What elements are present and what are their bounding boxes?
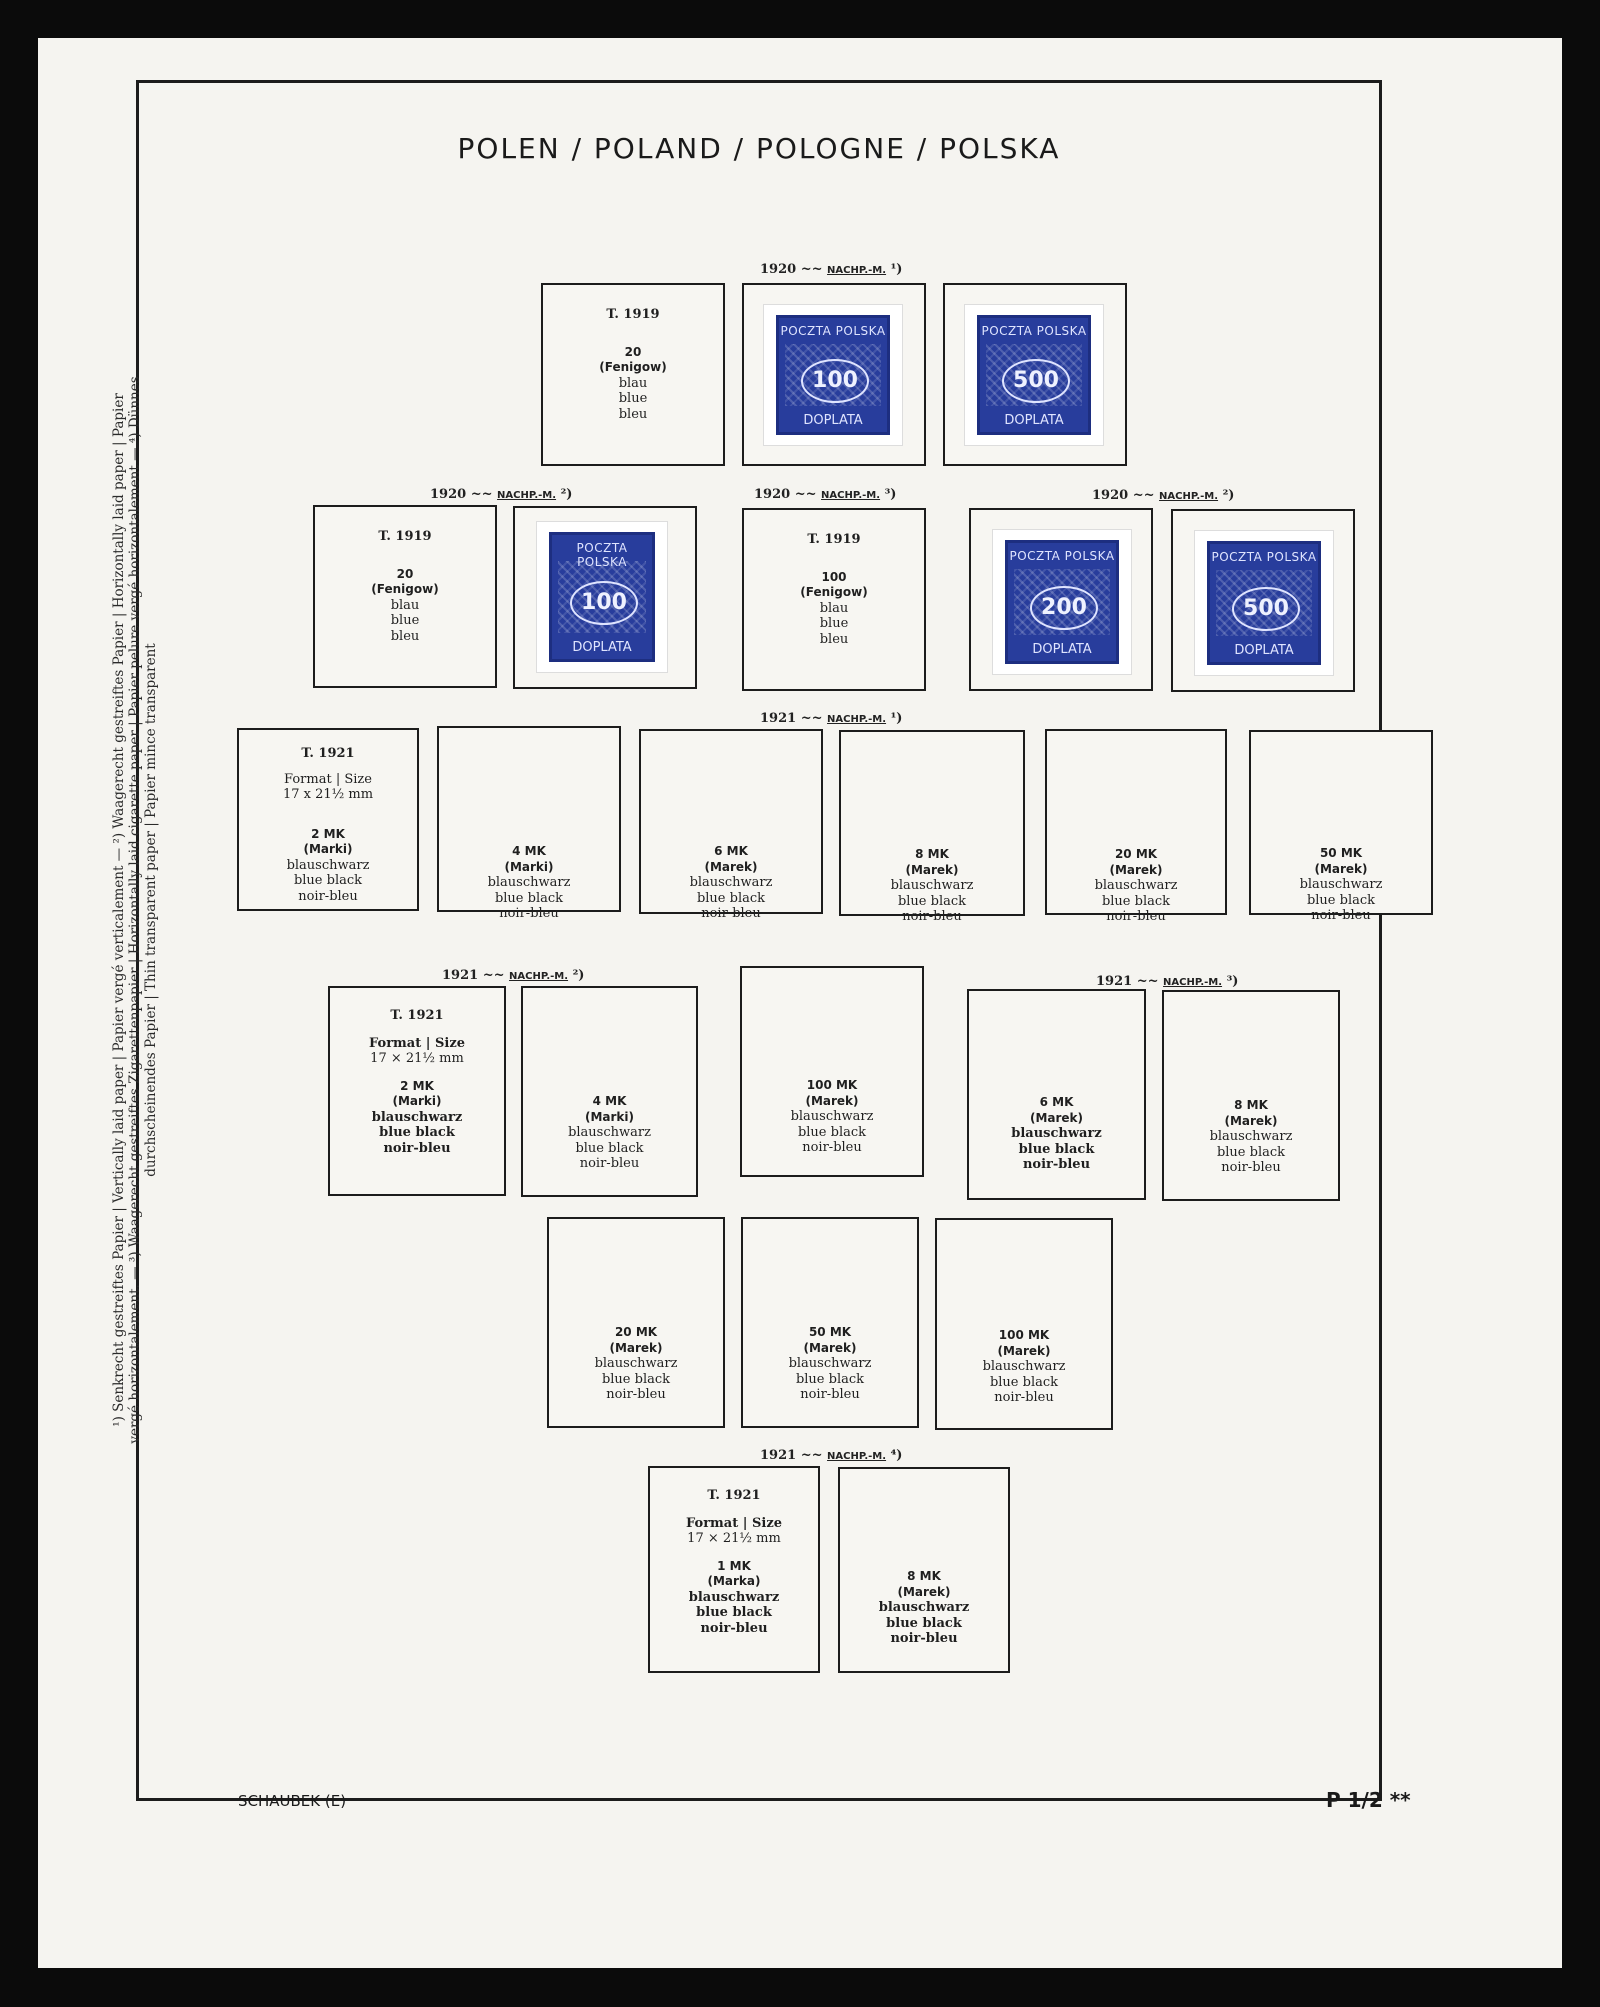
stamp: POCZTA POLSKA 200 DOPLATA bbox=[993, 530, 1131, 674]
series-header: 1921 ~~ NACHP.-M. ²) bbox=[442, 968, 585, 983]
series-header: 1920 ~~ NACHP.-M. ²) bbox=[1092, 488, 1235, 503]
footnote-line-1: ¹) Senkrecht gestreiftes Papier | Vertic… bbox=[111, 393, 127, 1427]
series-header: 1921 ~~ NACHP.-M. ¹) bbox=[760, 711, 903, 726]
footnote-line-2: vergé horizontalement. — ³) Waagerecht g… bbox=[127, 376, 143, 1444]
series-header: 1920 ~~ NACHP.-M. ²) bbox=[430, 487, 573, 502]
series-header: 1920 ~~ NACHP.-M. ¹) bbox=[760, 262, 903, 277]
stamp-box: POCZTA POLSKA 100 DOPLATA bbox=[513, 506, 697, 689]
stamp: POCZTA POLSKA 100 DOPLATA bbox=[764, 305, 902, 445]
stamp: POCZTA POLSKA 500 DOPLATA bbox=[1195, 531, 1333, 675]
series-header: 1921 ~~ NACHP.-M. ⁴) bbox=[760, 1448, 903, 1463]
stamp-box: POCZTA POLSKA 500 DOPLATA bbox=[943, 283, 1127, 466]
series-header: 1921 ~~ NACHP.-M. ³) bbox=[1096, 974, 1239, 989]
stamp-box: POCZTA POLSKA 500 DOPLATA bbox=[1171, 509, 1355, 692]
stamp: POCZTA POLSKA 500 DOPLATA bbox=[965, 305, 1103, 445]
series-header: 1920 ~~ NACHP.-M. ³) bbox=[754, 487, 897, 502]
page-title: POLEN / POLAND / POLOGNE / POLSKA bbox=[457, 132, 1061, 165]
footnotes: ¹) Senkrecht gestreiftes Papier | Vertic… bbox=[111, 320, 159, 1500]
footnote-line-3: durchscheinendes Papier | Thin transpare… bbox=[143, 643, 159, 1177]
page-number: P 1/2 ** bbox=[1326, 1788, 1411, 1812]
stamp-box: POCZTA POLSKA 200 DOPLATA bbox=[969, 508, 1153, 691]
stamp-box: POCZTA POLSKA 100 DOPLATA bbox=[742, 283, 926, 466]
publisher-label: SCHAUBEK (E) bbox=[238, 1792, 347, 1810]
page-frame bbox=[136, 80, 1382, 1801]
stamp: POCZTA POLSKA 100 DOPLATA bbox=[537, 522, 667, 672]
